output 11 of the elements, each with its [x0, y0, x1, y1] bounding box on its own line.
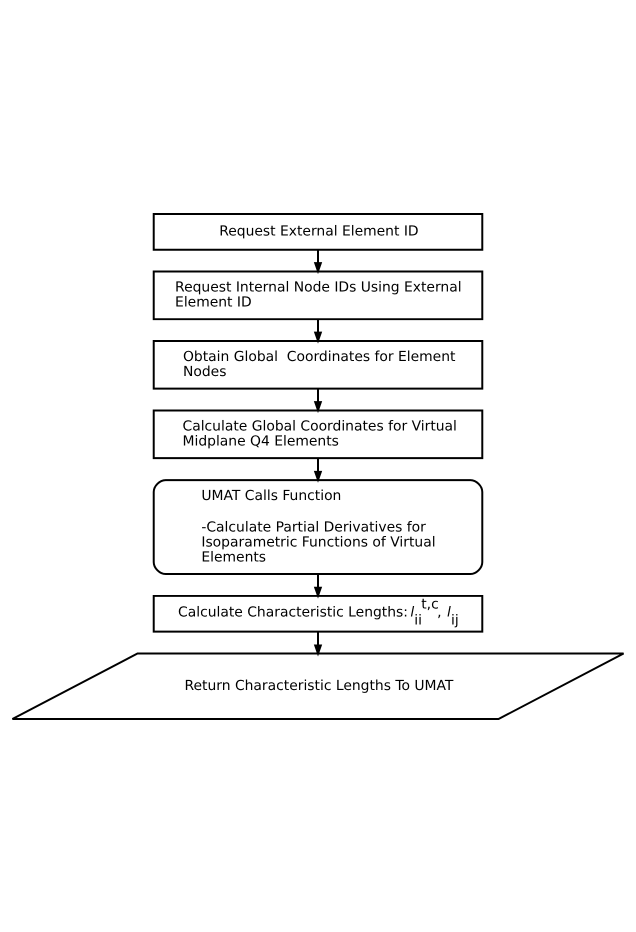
arrow — [314, 318, 322, 344]
arrow — [314, 631, 322, 656]
node-box: Calculate Global Coordinates for Virtual Midplane Q4 Elements — [152, 409, 484, 459]
arrow — [314, 388, 322, 413]
node-box: Request Internal Node IDs Using External Element ID — [152, 270, 484, 320]
node-box: UMAT Calls Function -Calculate Partial Derivatives for Isoparametric Functions of Virtual Elements — [152, 478, 484, 574]
arrow — [314, 458, 322, 482]
node-box: Request External Element ID — [152, 212, 484, 250]
node-box: Obtain Global Coordinates for Element Nodes — [152, 340, 484, 390]
arrow — [314, 574, 322, 598]
arrow — [314, 249, 322, 274]
